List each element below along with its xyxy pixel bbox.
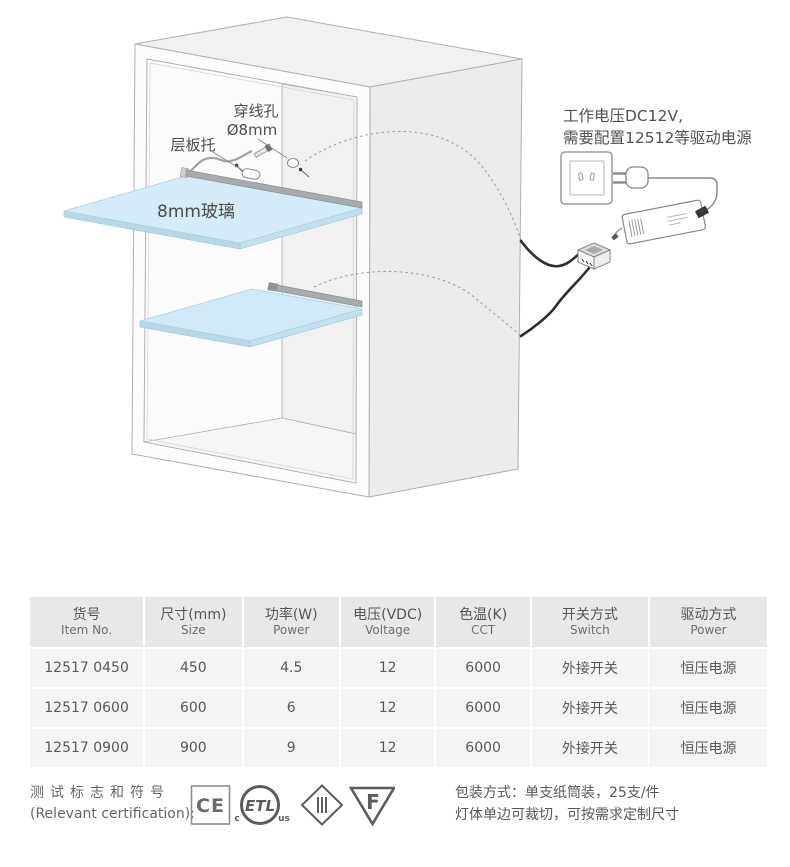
junction-adapter-link xyxy=(611,227,623,241)
certification-label-en: (Relevant certification): xyxy=(30,806,195,822)
table-cell: 6000 xyxy=(436,729,530,767)
dashed-arc-upper xyxy=(304,130,522,241)
mains-cord xyxy=(648,177,718,214)
class-iii-mark-icon xyxy=(300,784,344,826)
wiring-dashed-arcs xyxy=(304,130,522,337)
col-header-driver: 驱动方式 Power xyxy=(649,597,767,647)
packaging-line2: 灯体单边可裁切，可按需求定制尺寸 xyxy=(455,807,679,823)
shelf-support-label: 层板托 xyxy=(170,136,215,154)
socket-slot-left xyxy=(578,172,584,181)
col-header-cct: 色温(K) CCT xyxy=(436,597,530,647)
cabinet-frame-inner-line xyxy=(146,62,355,480)
glass-thickness-label: 8mm玻璃 xyxy=(157,202,235,222)
mains-power xyxy=(560,151,718,218)
certification-icons: CE ETL c us F xyxy=(190,783,397,833)
pin-near-hole xyxy=(298,167,310,178)
col-header-power: 功率(W) Power xyxy=(243,597,339,647)
wire-hole-leader-line xyxy=(257,138,288,159)
shelf-hardware xyxy=(188,143,310,180)
dc-cable-lower xyxy=(519,266,591,338)
svg-text:F: F xyxy=(366,790,380,814)
cabinet xyxy=(131,16,523,498)
table-cell: 450 xyxy=(145,649,242,687)
dc-cables xyxy=(519,239,591,338)
table-cell: 外接开关 xyxy=(531,729,648,767)
table-cell: 外接开关 xyxy=(531,689,648,727)
table-cell: 12 xyxy=(340,729,435,767)
led-strip-lower-connector xyxy=(267,282,279,292)
table-cell: 12 xyxy=(340,649,435,687)
dc-jack xyxy=(695,206,709,218)
spec-table: 货号 Item No. 尺寸(mm) Size 功率(W) Power 电压(V… xyxy=(30,597,767,767)
wall-socket xyxy=(560,151,613,205)
junction-box xyxy=(576,242,612,270)
table-cell: 900 xyxy=(145,729,242,767)
col-header-voltage: 电压(VDC) Voltage xyxy=(340,597,435,647)
adapter-label xyxy=(666,213,688,226)
cabinet-right-face xyxy=(368,58,523,498)
table-cell: 恒压电源 xyxy=(649,729,767,767)
f-mark-icon: F xyxy=(348,786,397,827)
table-cell: 12517 0900 xyxy=(30,729,144,767)
shelf-support-cylinder xyxy=(241,168,261,180)
glass-shelf-lower xyxy=(139,282,363,348)
cabinet-lighting-diagram: 8mm玻璃 穿线孔 Ø8mm 层板托 xyxy=(63,16,752,498)
led-strip-lower xyxy=(276,284,363,308)
wire-hole xyxy=(287,158,299,168)
wire-hole-label-line1: 穿线孔 xyxy=(233,102,278,120)
table-cell: 6 xyxy=(243,689,339,727)
adapter-vents xyxy=(628,218,645,237)
col-header-switch: 开关方式 Switch xyxy=(531,597,648,647)
ce-mark-icon: CE xyxy=(190,785,231,825)
power-adapter xyxy=(621,199,707,245)
certification-label-zh: 测试标志和符号 xyxy=(30,785,170,801)
cabinet-inner-right-wall xyxy=(281,83,358,435)
table-cell: 6000 xyxy=(436,689,530,727)
etl-mark-icon: ETL c us xyxy=(234,785,290,825)
certification-label: 测试标志和符号 (Relevant certification): xyxy=(30,782,195,822)
table-cell: 600 xyxy=(145,689,242,727)
svg-text:CE: CE xyxy=(196,795,225,817)
voltage-note-line2: 需要配置12512等驱动电源 xyxy=(563,129,752,147)
table-cell: 外接开关 xyxy=(531,649,648,687)
svg-text:c: c xyxy=(234,814,239,824)
socket-slot-right xyxy=(589,172,595,181)
packaging-note: 包装方式：单支纸筒装，25支/件 灯体单边可裁切，可按需求定制尺寸 xyxy=(455,782,679,826)
led-strip-upper xyxy=(185,169,363,209)
dc-cable-upper xyxy=(519,239,582,268)
table-cell: 9 xyxy=(243,729,339,767)
table-cell: 12517 0600 xyxy=(30,689,144,727)
screw-connector xyxy=(253,143,273,158)
cabinet-floor xyxy=(143,417,357,484)
svg-text:us: us xyxy=(278,814,290,824)
table-cell: 恒压电源 xyxy=(649,689,767,727)
table-cell: 12 xyxy=(340,689,435,727)
led-cable-wave xyxy=(188,149,253,173)
col-header-size: 尺寸(mm) Size xyxy=(145,597,242,647)
packaging-line1: 包装方式：单支纸筒装，25支/件 xyxy=(455,785,660,801)
col-header-item-no: 货号 Item No. xyxy=(30,597,144,647)
glass-shelf-upper: 8mm玻璃 xyxy=(63,167,363,250)
voltage-note-line1: 工作电压DC12V, xyxy=(563,107,683,125)
svg-text:ETL: ETL xyxy=(245,797,275,815)
wire-hole-label-line2: Ø8mm xyxy=(227,121,278,139)
table-cell: 恒压电源 xyxy=(649,649,767,687)
voltage-note: 工作电压DC12V, 需要配置12512等驱动电源 xyxy=(563,107,752,147)
shelf-support-leader-line xyxy=(212,151,243,171)
dashed-arc-lower xyxy=(313,271,522,337)
glass-lower-top xyxy=(139,288,363,342)
callouts: 穿线孔 Ø8mm 层板托 xyxy=(170,102,288,171)
table-cell: 4.5 xyxy=(243,649,339,687)
table-cell: 6000 xyxy=(436,649,530,687)
table-cell: 12517 0450 xyxy=(30,649,144,687)
power-plug xyxy=(613,166,649,189)
